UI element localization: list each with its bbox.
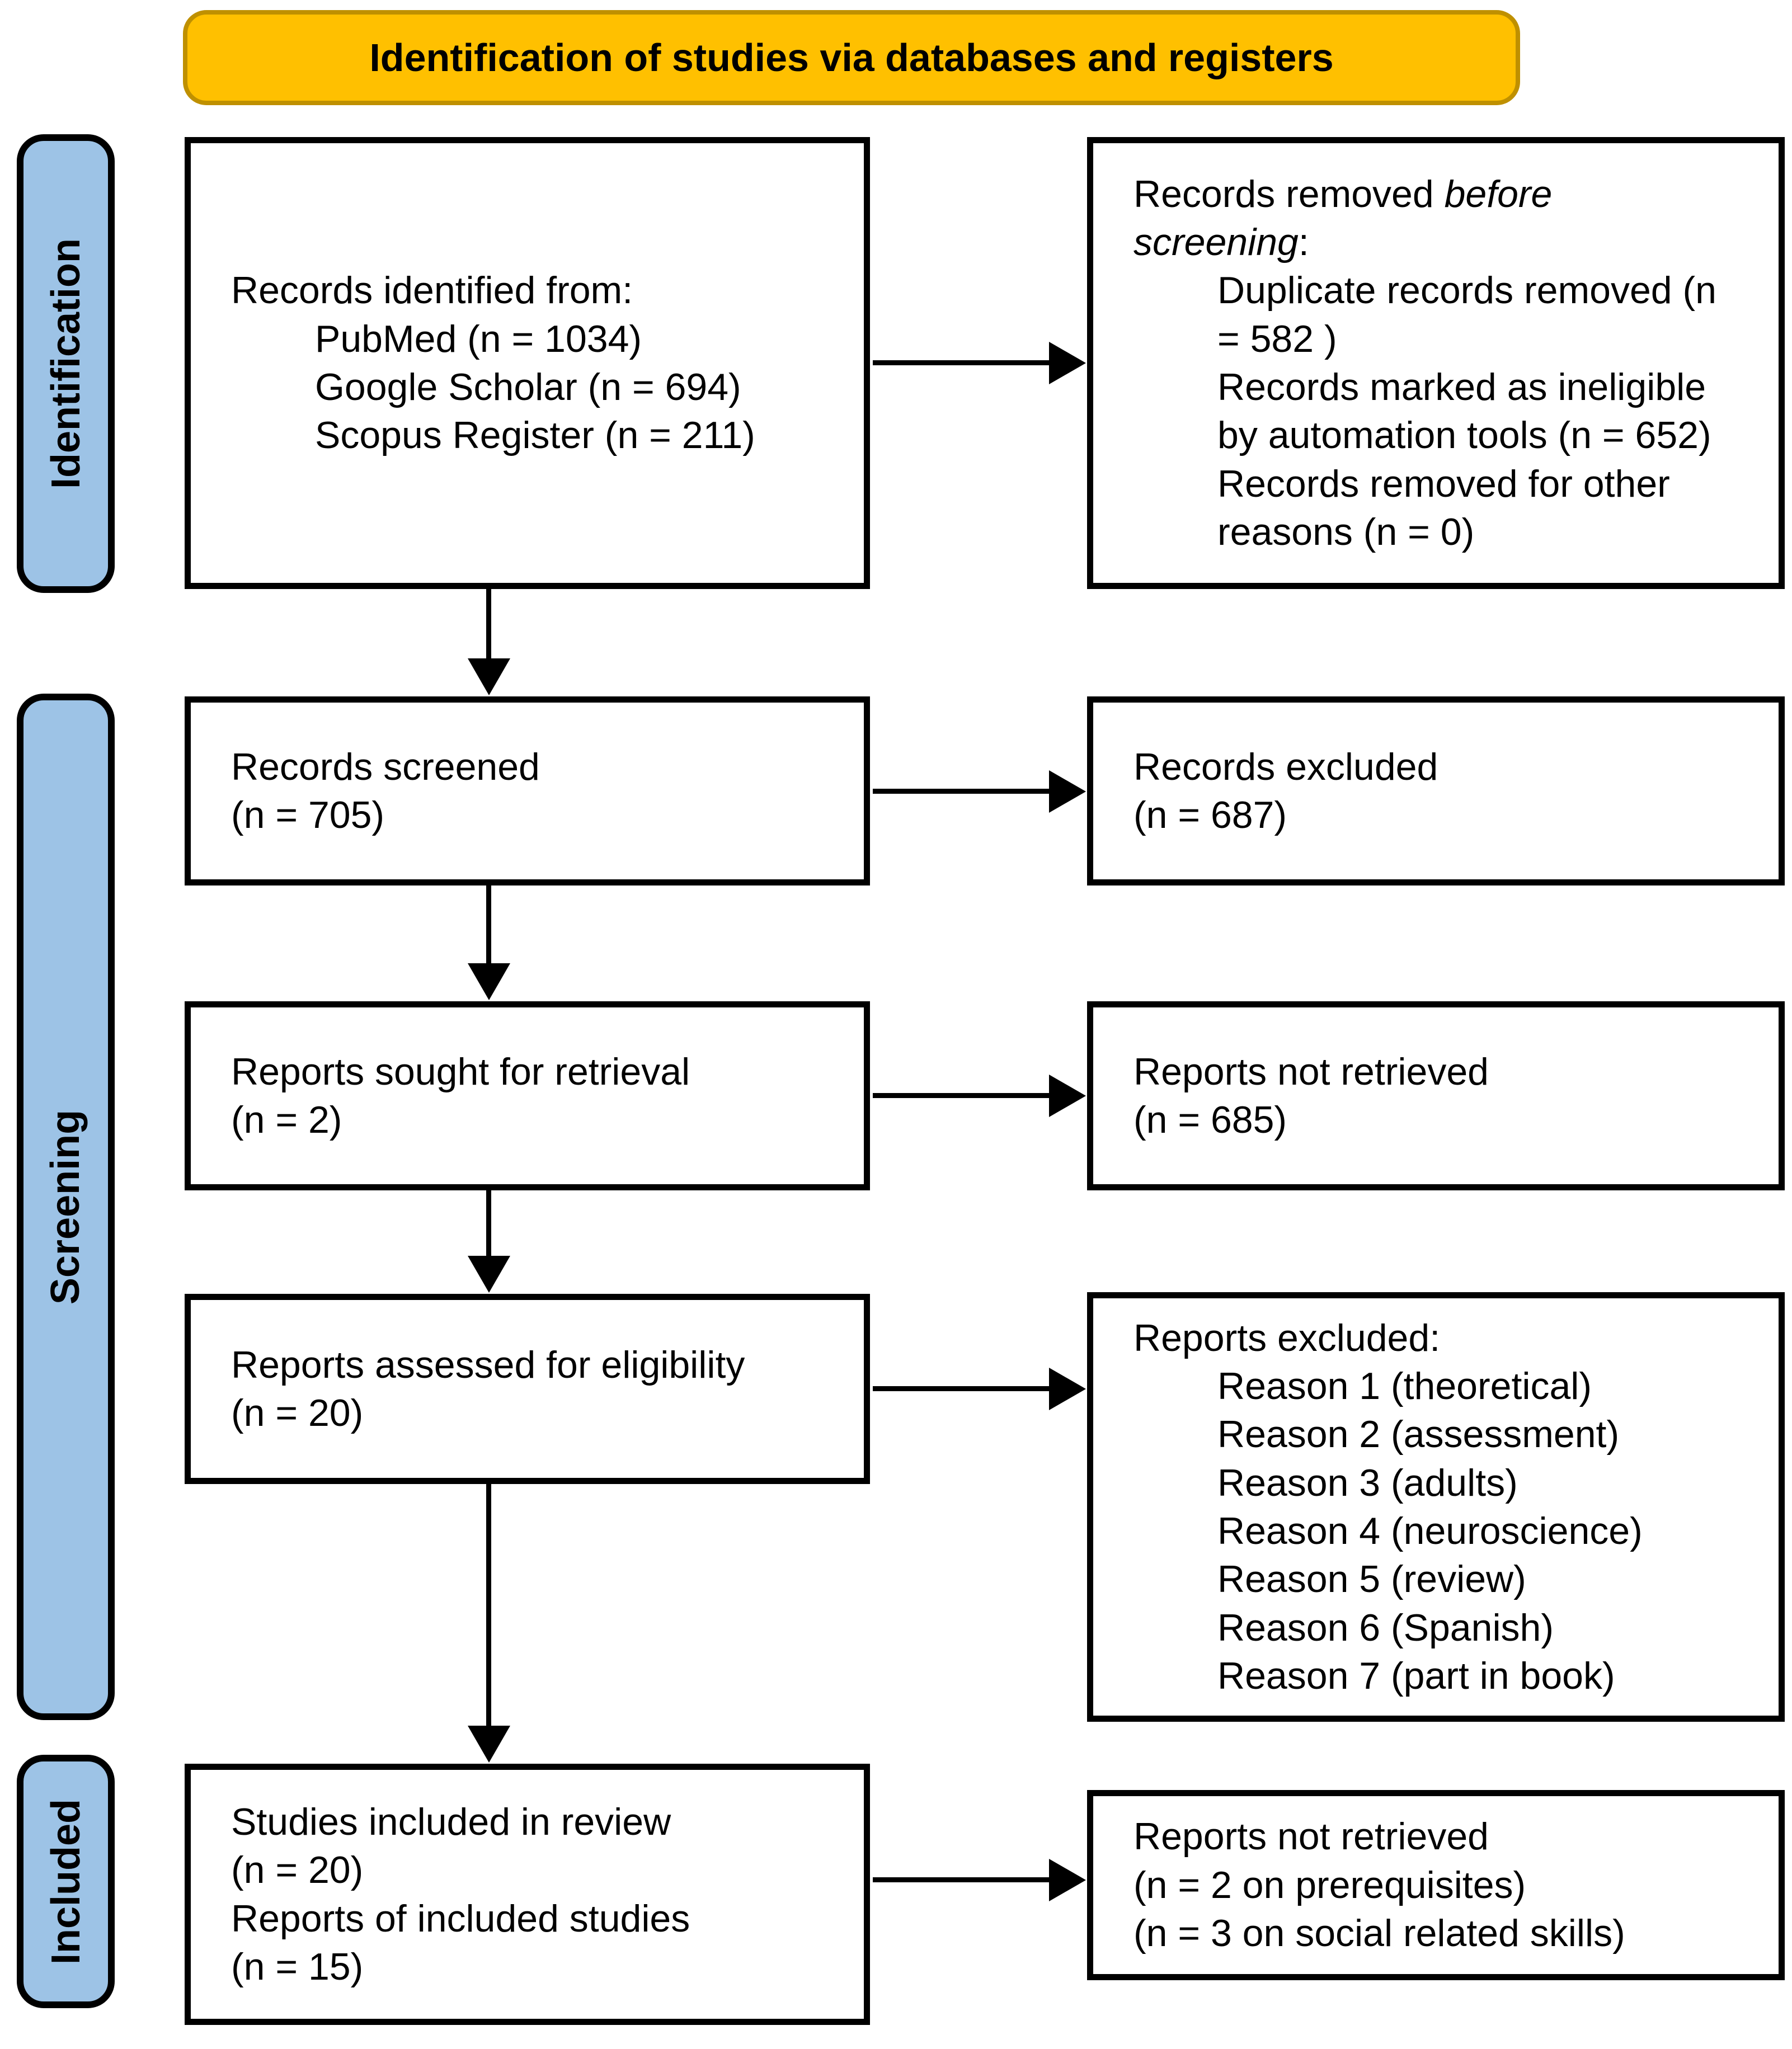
reports-excluded-reason: Reason 4 (neuroscience) [1217, 1510, 1643, 1552]
arrow-sought-to-not-retrieved [873, 1093, 1050, 1098]
records-removed-item: Duplicate records removed (n = 582 ) [1217, 269, 1716, 360]
box-records-screened: Records screened (n = 705) [185, 696, 870, 885]
arrow-screened-to-sought [486, 885, 491, 964]
reports-excluded-reason: Reason 1 (theoretical) [1217, 1364, 1592, 1407]
reports-of-included-count: (n = 15) [231, 1945, 364, 1988]
box-records-identified-text: Records identified from: PubMed (n = 103… [191, 261, 864, 465]
box-reports-excluded: Reports excluded: Reason 1 (theoretical)… [1087, 1292, 1785, 1722]
arrow-screened-to-excluded [873, 789, 1050, 794]
reports-not-retrieved-final-detail: (n = 2 on prerequisites) [1133, 1863, 1526, 1906]
reports-assessed-count: (n = 20) [231, 1392, 364, 1434]
reports-excluded-reason: Reason 3 (adults) [1217, 1461, 1518, 1504]
box-reports-not-retrieved-final: Reports not retrieved (n = 2 on prerequi… [1087, 1790, 1785, 1980]
reports-excluded-reason: Reason 7 (part in book) [1217, 1655, 1615, 1698]
reports-assessed-line: Reports assessed for eligibility [231, 1343, 745, 1386]
stage-included: Included [17, 1755, 115, 2008]
box-reports-sought: Reports sought for retrieval (n = 2) [185, 1001, 870, 1190]
records-identified-item: Google Scholar (n = 694) [315, 366, 741, 408]
stage-included-label: Included [43, 1798, 88, 1965]
arrow-sought-to-assessed [486, 1190, 491, 1257]
reports-not-retrieved-line: Reports not retrieved [1133, 1050, 1489, 1093]
box-records-screened-text: Records screened (n = 705) [191, 737, 864, 845]
reports-of-included-line: Reports of included studies [231, 1897, 690, 1940]
box-records-identified: Records identified from: PubMed (n = 103… [185, 137, 870, 589]
box-records-excluded: Records excluded (n = 687) [1087, 696, 1785, 885]
reports-excluded-title: Reports excluded: [1133, 1316, 1441, 1359]
stage-screening: Screening [17, 694, 115, 1720]
reports-excluded-reason: Reason 5 (review) [1217, 1558, 1526, 1601]
reports-sought-count: (n = 2) [231, 1099, 342, 1141]
box-records-removed-text: Records removed before screening: Duplic… [1093, 164, 1779, 562]
banner-identification-of-studies: Identification of studies via databases … [183, 10, 1520, 105]
arrow-assessed-to-excluded [873, 1386, 1050, 1391]
reports-not-retrieved-final-line: Reports not retrieved [1133, 1815, 1489, 1858]
stage-identification-label: Identification [43, 238, 88, 489]
box-records-excluded-text: Records excluded (n = 687) [1093, 737, 1779, 845]
box-reports-assessed: Reports assessed for eligibility (n = 20… [185, 1294, 870, 1484]
records-screened-count: (n = 705) [231, 794, 385, 836]
reports-not-retrieved-count: (n = 685) [1133, 1099, 1287, 1141]
arrow-assessed-to-included [486, 1484, 491, 1727]
arrow-included-to-not-retrieved [873, 1877, 1050, 1882]
records-identified-item: Scopus Register (n = 211) [315, 414, 755, 457]
records-removed-item: Records removed for other reasons (n = 0… [1217, 462, 1670, 554]
arrow-identified-to-screened [486, 589, 491, 660]
arrow-identified-to-removed [873, 360, 1050, 365]
reports-excluded-reason: Reason 6 (Spanish) [1217, 1606, 1554, 1649]
box-reports-not-retrieved: Reports not retrieved (n = 685) [1087, 1001, 1785, 1190]
records-identified-item: PubMed (n = 1034) [315, 317, 642, 360]
records-excluded-count: (n = 687) [1133, 794, 1287, 836]
box-studies-included: Studies included in review (n = 20) Repo… [185, 1764, 870, 2025]
box-reports-not-retrieved-final-text: Reports not retrieved (n = 2 on prerequi… [1093, 1807, 1779, 1963]
records-excluded-line: Records excluded [1133, 745, 1438, 788]
box-reports-not-retrieved-text: Reports not retrieved (n = 685) [1093, 1042, 1779, 1150]
box-reports-excluded-text: Reports excluded: Reason 1 (theoretical)… [1093, 1308, 1779, 1706]
records-screened-line: Records screened [231, 745, 540, 788]
studies-included-line: Studies included in review [231, 1800, 671, 1843]
box-reports-sought-text: Reports sought for retrieval (n = 2) [191, 1042, 864, 1150]
banner-title: Identification of studies via databases … [369, 36, 1334, 79]
reports-excluded-reason: Reason 2 (assessment) [1217, 1413, 1620, 1456]
stage-identification: Identification [17, 134, 115, 593]
box-studies-included-text: Studies included in review (n = 20) Repo… [191, 1792, 864, 1996]
stage-screening-label: Screening [43, 1109, 88, 1304]
studies-included-count: (n = 20) [231, 1849, 364, 1892]
box-records-removed: Records removed before screening: Duplic… [1087, 137, 1785, 589]
records-removed-item: Records marked as ineligible by automati… [1217, 366, 1711, 457]
records-identified-title: Records identified from: [231, 269, 633, 312]
reports-sought-line: Reports sought for retrieval [231, 1050, 690, 1093]
records-removed-title: Records removed before screening: [1133, 172, 1553, 263]
box-reports-assessed-text: Reports assessed for eligibility (n = 20… [191, 1335, 864, 1443]
reports-not-retrieved-final-detail: (n = 3 on social related skills) [1133, 1912, 1625, 1955]
